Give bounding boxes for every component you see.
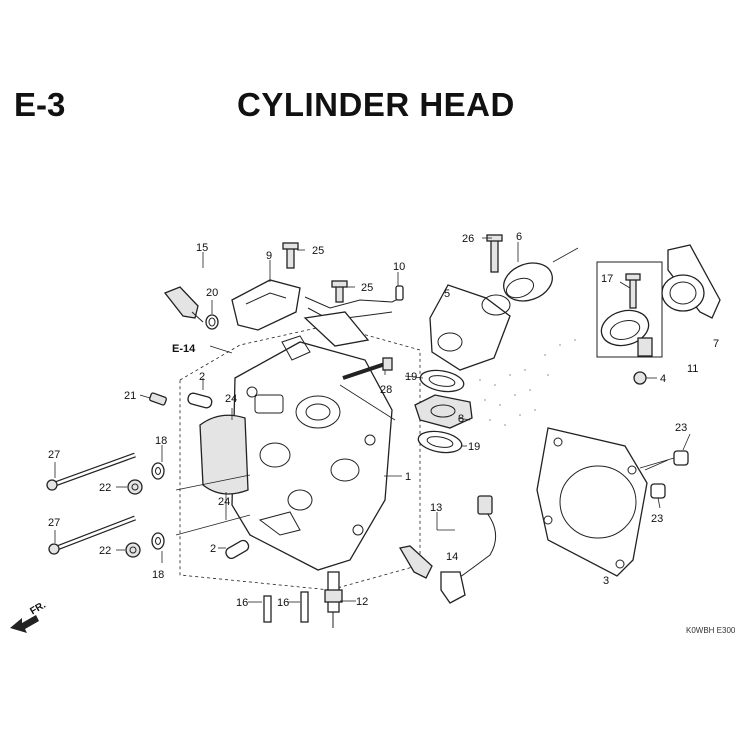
callout-8: 8 (458, 413, 464, 425)
callout-13: 13 (430, 502, 442, 514)
bolt-25-left[interactable] (282, 242, 299, 269)
dowel-23-lower[interactable] (650, 483, 666, 499)
callout-19-upper: 19 (405, 371, 417, 383)
clamp-11[interactable] (597, 305, 653, 357)
callout-28: 28 (380, 384, 392, 396)
spark-plug[interactable] (324, 571, 343, 628)
callout-22-upper: 22 (99, 482, 111, 494)
callout-12: 12 (356, 596, 368, 608)
bracket-9[interactable] (231, 279, 301, 331)
stud-16-left[interactable] (263, 595, 272, 623)
callout-16-left: 16 (236, 597, 248, 609)
washer-lower[interactable] (151, 532, 165, 550)
dowel-pin-upper[interactable] (187, 392, 213, 409)
bolt-17[interactable] (625, 273, 641, 309)
bolt-25-right[interactable] (331, 280, 348, 303)
o-ring[interactable] (205, 314, 219, 330)
callout-2-upper: 2 (199, 371, 205, 383)
callout-9: 9 (266, 250, 272, 262)
cylinder-head[interactable] (199, 335, 393, 571)
callout-14: 14 (446, 551, 458, 563)
callout-24-lower: 24 (218, 496, 230, 508)
callout-25-left: 25 (312, 245, 324, 257)
intake-insulator[interactable] (429, 284, 511, 371)
diagram-code: K0WBH E300 (686, 626, 736, 635)
callout-27-upper: 27 (48, 449, 60, 461)
callout-20: 20 (206, 287, 218, 299)
callout-24-upper: 24 (225, 393, 237, 405)
air-cleaner-joint[interactable] (661, 244, 721, 319)
sensor-14[interactable] (398, 495, 497, 604)
callout-26: 26 (462, 233, 474, 245)
guide-dots (479, 339, 576, 426)
head-group-outline (179, 324, 421, 591)
stud-bolt-lower[interactable] (48, 515, 136, 555)
callout-21: 21 (124, 390, 136, 402)
callout-5: 5 (444, 288, 450, 300)
screw-4[interactable] (633, 371, 647, 385)
callout-1: 1 (405, 471, 411, 483)
callout-10: 10 (393, 261, 405, 273)
callout-6: 6 (516, 231, 522, 243)
callout-16-right: 16 (277, 597, 289, 609)
hose-clamp-6[interactable] (498, 247, 579, 307)
pipe-10[interactable] (303, 285, 404, 347)
nut-lower[interactable] (125, 542, 141, 558)
callout-15: 15 (196, 242, 208, 254)
front-arrow-icon (10, 615, 39, 633)
callout-18-upper: 18 (155, 435, 167, 447)
bolt-26[interactable] (486, 234, 503, 273)
clamp-group-outline (596, 261, 663, 358)
cylinder-head-gasket[interactable] (536, 427, 648, 577)
callout-17: 17 (601, 273, 613, 285)
bolt-28[interactable] (342, 357, 393, 380)
callout-22-lower: 22 (99, 545, 111, 557)
dowel-23-upper[interactable] (673, 450, 689, 466)
stud-16-right[interactable] (300, 591, 309, 623)
gasket-upper[interactable] (419, 367, 466, 394)
callout-27-lower: 27 (48, 517, 60, 529)
leader-lines (54, 237, 691, 603)
callout-7: 7 (713, 338, 719, 350)
reference-e14: E-14 (172, 343, 196, 355)
temperature-sensor[interactable] (163, 286, 204, 323)
stud-bolt-upper[interactable] (46, 452, 136, 491)
callout-11: 11 (687, 363, 698, 375)
section-code: E-3 (14, 86, 66, 123)
nut-upper[interactable] (127, 479, 143, 495)
callout-3: 3 (603, 575, 609, 587)
callout-23-upper: 23 (675, 422, 687, 434)
washer-upper[interactable] (151, 462, 165, 480)
dowel-pin-lower[interactable] (224, 539, 250, 561)
callout-19-lower: 19 (468, 441, 480, 453)
callout-25-right: 25 (361, 282, 373, 294)
insulator-spacer[interactable] (414, 394, 473, 429)
bolt-21[interactable] (149, 392, 167, 406)
callout-23-lower: 23 (651, 513, 663, 525)
callout-2-lower: 2 (210, 543, 216, 555)
gasket-lower[interactable] (417, 428, 464, 455)
page-title: CYLINDER HEAD (237, 86, 515, 123)
callout-18-lower: 18 (152, 569, 164, 581)
callout-4: 4 (660, 373, 666, 385)
